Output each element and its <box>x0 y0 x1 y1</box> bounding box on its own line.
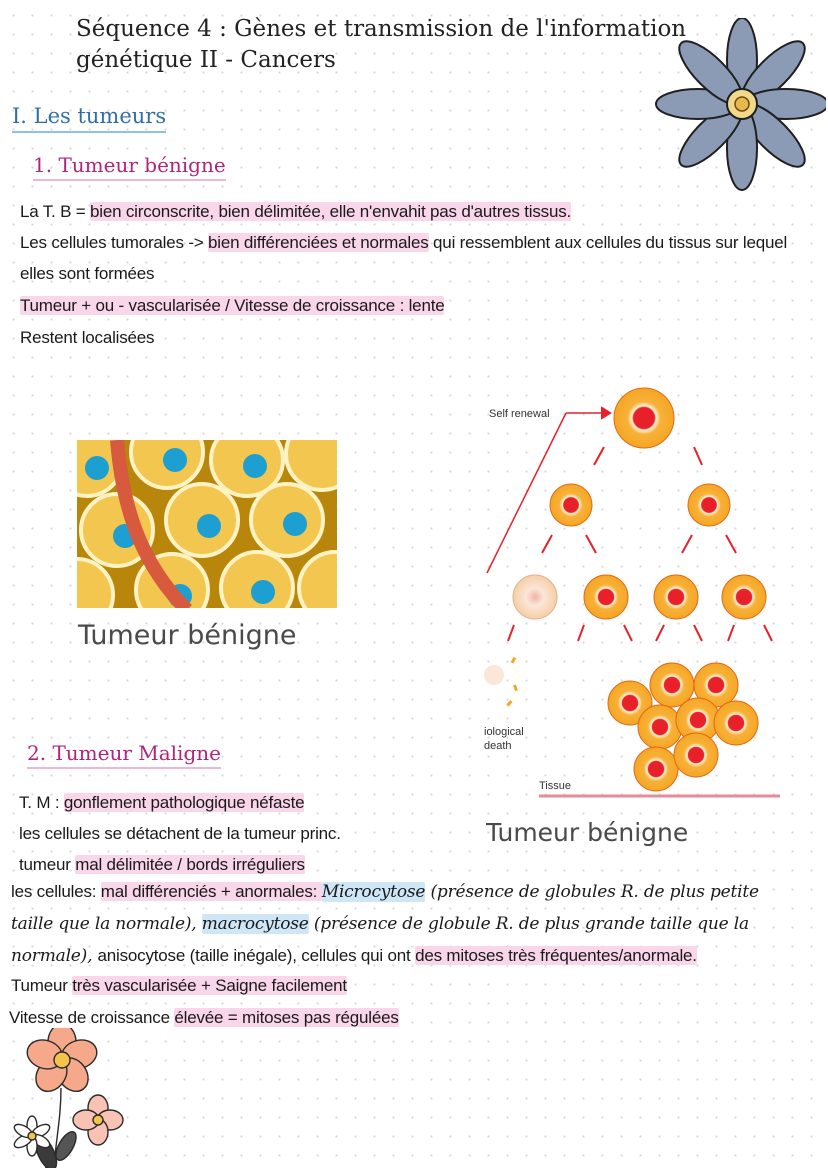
heading-tumeur-benigne: 1. Tumeur bénigne <box>33 153 226 181</box>
death-label-2: death <box>484 740 512 752</box>
text-line: Vitesse de croissance élevée = mitoses p… <box>9 1008 399 1027</box>
text-line: Les cellules tumorales -> bien différenc… <box>20 233 788 252</box>
text-line: les cellules se détachent de la tumeur p… <box>19 824 341 843</box>
self-renewal-label: Self renewal <box>489 408 550 420</box>
text-line: normale), anisocytose (taille inégale), … <box>11 946 697 966</box>
figure-caption-right: Tumeur bénigne <box>486 818 689 847</box>
text-line: tumeur mal délimitée / bords irréguliers <box>19 855 305 874</box>
benign-tumor-illustration <box>77 440 337 608</box>
text-line: les cellules: mal différenciés + anormal… <box>11 882 759 902</box>
section-heading-tumeurs: I. Les tumeurs <box>12 104 167 133</box>
text-line: Tumeur très vascularisée + Saigne facile… <box>11 976 347 995</box>
text-line: Restent localisées <box>20 328 155 347</box>
death-label-1: iological <box>484 726 524 738</box>
text-line: taille que la normale), macrocytose (pré… <box>11 914 749 934</box>
cell-lineage-diagram: Self renewal iological death Tissue <box>484 387 780 798</box>
text-line: Tumeur + ou - vascularisée / Vitesse de … <box>20 296 445 315</box>
text-line: La T. B = bien circonscrite, bien délimi… <box>20 202 572 221</box>
page-title: Séquence 4 : Gènes et transmission de l'… <box>76 16 687 73</box>
text-line: elles sont formées <box>20 264 155 283</box>
text-line: T. M : gonflement pathologique néfaste <box>19 793 305 812</box>
figure-caption-left: Tumeur bénigne <box>78 620 297 651</box>
flower-bouquet-icon <box>13 1028 124 1168</box>
tissue-label: Tissue <box>539 780 571 792</box>
heading-tumeur-maligne: 2. Tumeur Maligne <box>27 741 221 769</box>
flower-decoration-icon <box>655 18 826 191</box>
